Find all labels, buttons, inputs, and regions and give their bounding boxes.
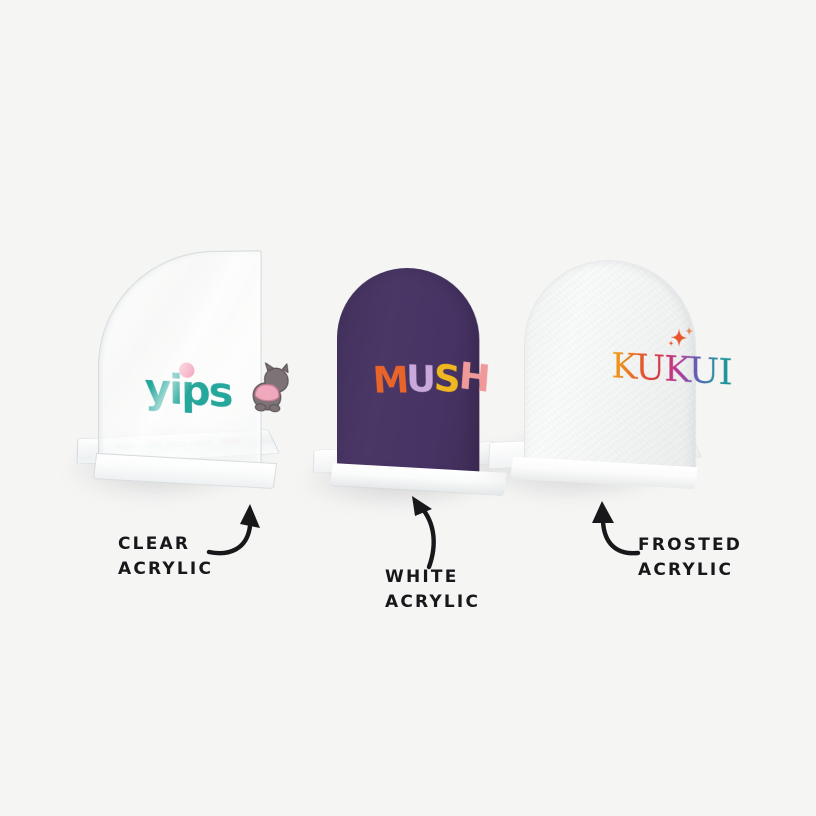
white-acrylic-sign: M U S H — [286, 267, 530, 510]
mush-letter-h: H — [456, 355, 489, 401]
white-annotation: WHITE ACRYLIC — [385, 496, 480, 614]
clear-annotation-line2: ACRYLIC — [118, 558, 214, 579]
white-sign-base-front — [330, 463, 507, 495]
yips-dot-icon — [179, 362, 195, 379]
clear-annotation-text: CLEAR ACRYLIC — [118, 532, 213, 581]
kukui-wordmark: KUKUI — [611, 345, 732, 394]
clear-acrylic-panel: yips — [98, 250, 262, 470]
yips-logo: yips — [144, 354, 290, 425]
white-annotation-line1: WHITE — [385, 567, 459, 587]
frosted-acrylic-panel: KUKUI — [525, 260, 732, 475]
frosted-annotation: FROSTED ACRYLIC — [592, 501, 742, 582]
frosted-annotation-text: FROSTED ACRYLIC — [638, 533, 742, 582]
kukui-logo: KUKUI — [611, 324, 738, 395]
french-bulldog-icon — [243, 361, 292, 413]
curved-arrow-up-left-icon — [412, 496, 436, 570]
mush-letter-m: M — [371, 359, 409, 402]
clear-acrylic-sign: yips — [51, 250, 282, 502]
frosted-annotation-line1: FROSTED — [638, 535, 743, 555]
mush-letter-s: S — [433, 357, 459, 402]
white-annotation-line2: ACRYLIC — [385, 591, 481, 612]
mush-logo: M U S H — [371, 354, 501, 409]
white-annotation-text: WHITE ACRYLIC — [385, 565, 480, 614]
clear-annotation-line1: CLEAR — [118, 534, 191, 554]
curved-arrow-up-left-icon — [592, 501, 641, 556]
white-acrylic-panel: M U S H — [337, 267, 489, 480]
frosted-acrylic-sign: KUKUI — [459, 260, 732, 507]
yips-wordmark: yips — [144, 365, 232, 418]
curved-arrow-up-right-icon — [206, 504, 260, 556]
frosted-annotation-line2: ACRYLIC — [638, 559, 734, 580]
mush-letter-u: U — [406, 358, 435, 402]
clear-annotation: CLEAR ACRYLIC — [118, 504, 260, 581]
